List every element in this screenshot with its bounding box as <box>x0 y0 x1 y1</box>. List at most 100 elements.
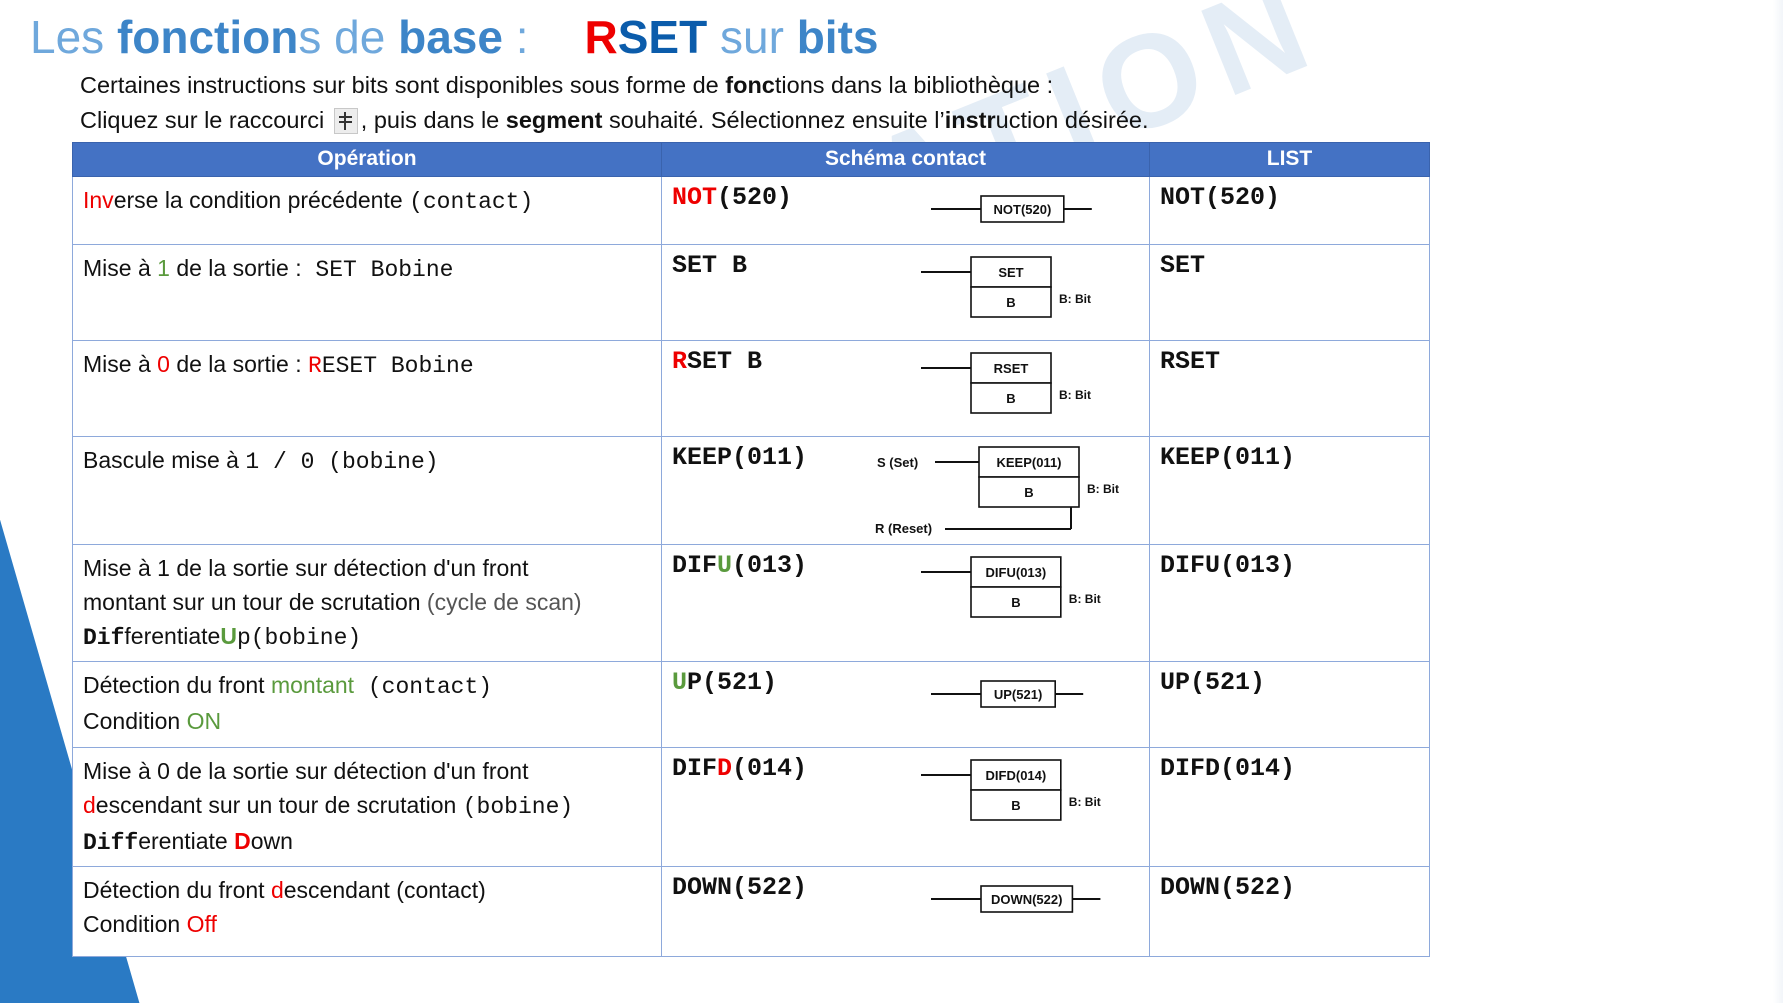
ladder-diagram-contact: UP(521) <box>911 668 1141 720</box>
column-header-schema: Schéma contact <box>661 142 1150 177</box>
operation-text-segment: Bascule mise à <box>83 447 246 473</box>
intro-line2-a: Cliquez sur le raccourci <box>80 107 331 133</box>
list-cell: UP(521) <box>1149 661 1430 748</box>
schema-code-segment: U <box>717 551 733 580</box>
intro-line1-a: Certaines instructions sur bits sont dis… <box>80 72 726 98</box>
title-segment-1: fonction <box>116 11 299 63</box>
operation-text-segment: (cycle de scan) <box>426 589 582 615</box>
schema-code-label: DIFD(014) <box>672 754 1141 784</box>
operation-text-segment: Off <box>186 911 217 937</box>
schema-code-label: SET B <box>672 251 1141 281</box>
operation-text-segment: ESET Bobine <box>321 353 474 379</box>
svg-text:B: Bit: B: Bit <box>1059 388 1091 402</box>
svg-text:DIFD(014): DIFD(014) <box>986 768 1047 783</box>
operation-text-segment: Détection du front <box>83 672 271 698</box>
list-code: UP(521) <box>1160 668 1266 697</box>
intro-text: Certaines instructions sur bits sont dis… <box>80 68 1148 138</box>
table-row: Détection du front descendant (contact)C… <box>72 866 1430 957</box>
operation-text-segment: U <box>220 623 237 649</box>
operation-cell: Inverse la condition précédente (contact… <box>72 176 662 245</box>
schema-code-segment: KEEP(011) <box>672 443 808 472</box>
operation-text-segment: Mise à <box>83 255 158 281</box>
operation-text-segment: SET Bobine <box>301 257 454 283</box>
title-segment-7: SET <box>617 11 708 63</box>
list-cell: NOT(520) <box>1149 176 1430 245</box>
schema-code-segment: (013) <box>732 551 808 580</box>
operation-text-segment: Détection du front <box>83 877 271 903</box>
intro-line-1: Certaines instructions sur bits sont dis… <box>80 68 1148 103</box>
operation-text-segment: erse la condition précédente <box>113 187 410 213</box>
intro-line1-c: tions dans la bibliothèque : <box>774 72 1054 98</box>
svg-text:B: Bit: B: Bit <box>1059 292 1091 306</box>
table-row: Mise à 0 de la sortie sur détection d'un… <box>72 747 1430 867</box>
schema-code-segment: (014) <box>732 754 808 783</box>
operation-text-segment: 0 <box>157 351 170 377</box>
operation-cell: Détection du front montant (contact)Cond… <box>72 661 662 748</box>
intro-line-2: Cliquez sur le raccourci , puis dans le … <box>80 103 1148 138</box>
table-row: Bascule mise à 1 / 0 (bobine)KEEP(011)S … <box>72 436 1430 545</box>
operation-text-segment: ON <box>186 708 222 734</box>
schema-code-segment: U <box>672 668 688 697</box>
operation-text-segment: erentiate <box>138 828 235 854</box>
table-header-row: Opération Schéma contact LIST <box>72 142 1430 177</box>
list-code: RSET <box>1160 347 1221 376</box>
operation-text-segment: Dif <box>83 625 125 651</box>
operation-text-segment: Mise à 1 de la sortie sur détection d'un… <box>83 555 529 581</box>
schema-code-segment: DOWN(522) <box>672 873 808 902</box>
operation-text-segment: escendant sur un tour de scrutation <box>95 792 463 818</box>
intro-line2-c: segment <box>505 107 603 133</box>
column-header-list: LIST <box>1149 142 1430 177</box>
list-code: DIFU(013) <box>1160 551 1296 580</box>
svg-text:B: Bit: B: Bit <box>1087 482 1119 496</box>
intro-line2-f: uction désirée. <box>995 107 1149 133</box>
ladder-diagram-contact: DOWN(522) <box>911 873 1141 925</box>
list-cell: RSET <box>1149 340 1430 437</box>
operation-text-segment: Inv <box>83 187 114 213</box>
operation-text-segment: Mise à 0 de la sortie sur détection d'un… <box>83 758 529 784</box>
title-segment-2: s de <box>298 11 399 63</box>
svg-text:B: B <box>1006 295 1015 310</box>
svg-text:S (Set): S (Set) <box>877 455 918 470</box>
operation-text-segment: escendant (contact) <box>283 877 486 903</box>
decorative-right-edge <box>1773 0 1783 1003</box>
operation-text-segment: ferentiate <box>124 623 221 649</box>
operation-text-segment: montant sur un tour de scrutation <box>83 589 427 615</box>
schema-cell: UP(521)UP(521) <box>661 661 1150 748</box>
schema-code-label: RSET B <box>672 347 1141 377</box>
operation-text-segment: (contact) <box>409 189 534 215</box>
title-segment-0: Les <box>30 11 117 63</box>
operation-text-segment: own <box>250 828 293 854</box>
schema-code-segment: D <box>717 754 733 783</box>
svg-text:B: B <box>1006 391 1015 406</box>
instruction-shortcut-icon[interactable] <box>333 108 358 134</box>
title-segment-9: bits <box>796 11 879 63</box>
list-code: DIFD(014) <box>1160 754 1296 783</box>
operation-text-segment: (bobine) <box>462 794 574 820</box>
table-row: Mise à 1 de la sortie sur détection d'un… <box>72 544 1430 662</box>
schema-code-segment: R <box>672 347 688 376</box>
svg-text:B: B <box>1024 485 1033 500</box>
intro-line2-d: souhaité. Sélectionnez ensuite l’ <box>602 107 945 133</box>
svg-text:UP(521): UP(521) <box>994 687 1042 702</box>
svg-text:B: B <box>1011 595 1020 610</box>
operation-text-segment: d <box>83 792 96 818</box>
operation-text-segment: 1 <box>157 255 170 281</box>
list-code: SET <box>1160 251 1206 280</box>
svg-text:R (Reset): R (Reset) <box>875 521 932 536</box>
list-cell: SET <box>1149 244 1430 341</box>
operation-text-segment: p(bobine) <box>236 625 362 651</box>
schema-code-label: KEEP(011) <box>672 443 1141 473</box>
operation-text-segment: Condition <box>83 708 187 734</box>
operation-text-segment: d <box>270 877 284 903</box>
operation-cell: Détection du front descendant (contact)C… <box>72 866 662 957</box>
